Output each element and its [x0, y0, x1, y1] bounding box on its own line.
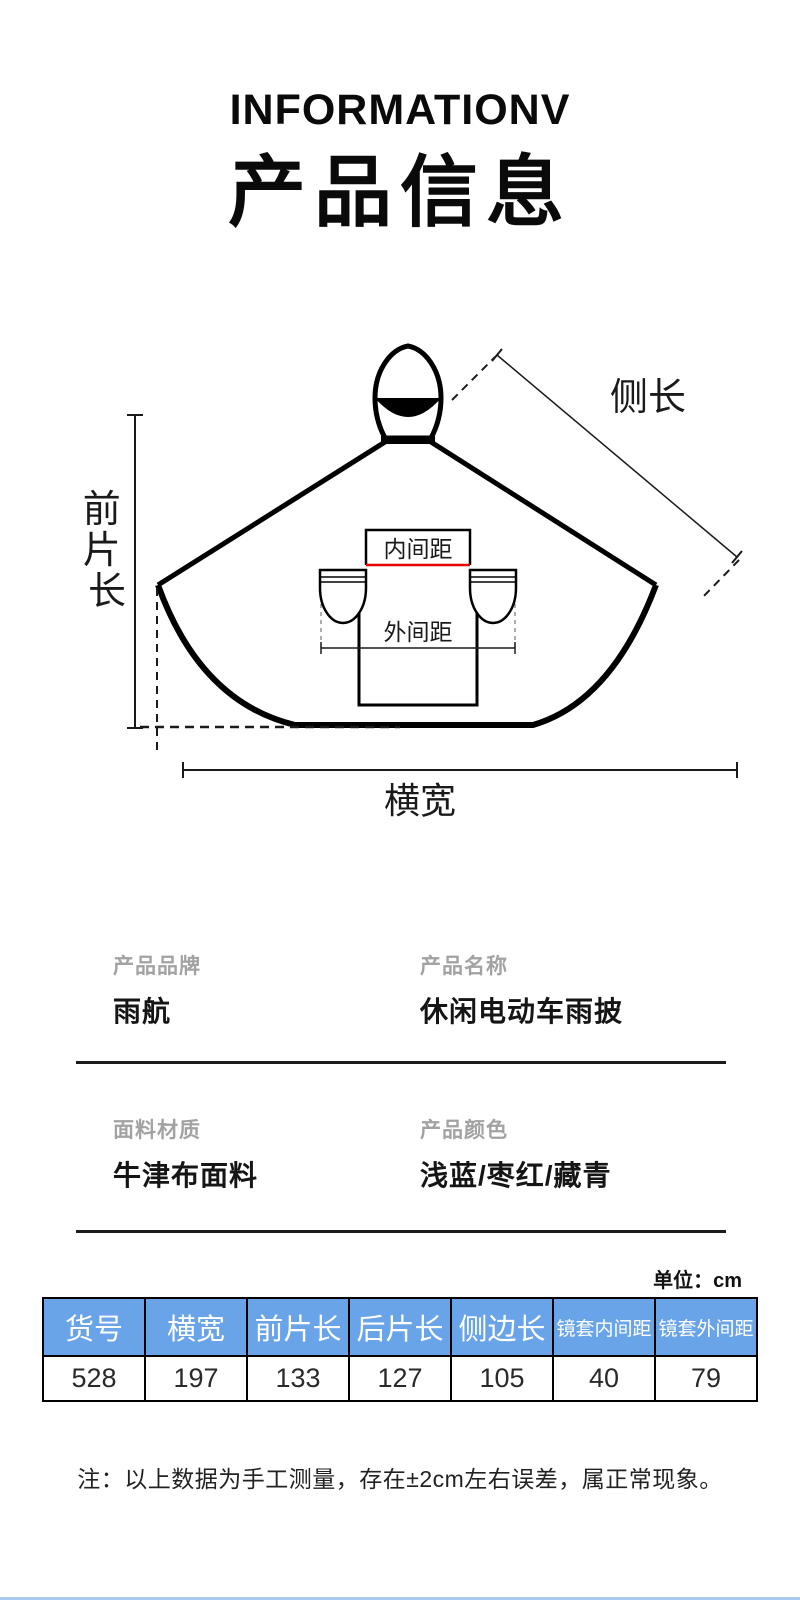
measurement-note: 注：以上数据为手工测量，存在±2cm左右误差，属正常现象。 [77, 1466, 723, 1492]
side-length-label: 侧长 [610, 377, 686, 419]
size-table-header: 横宽 [144, 1297, 248, 1357]
width-label: 横宽 [384, 780, 456, 820]
poncho-outline [155, 343, 659, 728]
divider-top [76, 1061, 726, 1064]
center-assembly: 外间距 内间距 [318, 528, 518, 707]
size-table-cell: 127 [348, 1355, 452, 1402]
outer-gap-measure [320, 642, 516, 654]
size-table-header: 后片长 [348, 1297, 452, 1357]
footer-accent-line [0, 1597, 800, 1600]
size-table-header: 镜套外间距 [654, 1297, 758, 1357]
size-table-cell: 528 [42, 1355, 146, 1402]
spec-brand-value: 雨航 [113, 996, 172, 1027]
left-shoulder-edge [156, 439, 387, 588]
size-table-header: 侧边长 [450, 1297, 554, 1357]
size-table-header: 镜套内间距 [552, 1297, 656, 1357]
mirror-cover-right [468, 568, 518, 625]
spec-color-value: 浅蓝/枣红/藏青 [420, 1160, 612, 1191]
spec-name-label: 产品名称 [420, 955, 508, 978]
unit-label: 单位：cm [653, 1270, 742, 1292]
skirt-edge [155, 583, 659, 728]
spec-color-label: 产品颜色 [420, 1119, 508, 1142]
size-table-header-row: 货号 横宽 前片长 后片长 侧边长 镜套内间距 镜套外间距 [42, 1297, 758, 1357]
spec-name-value: 休闲电动车雨披 [420, 996, 624, 1027]
size-table-cell: 133 [246, 1355, 350, 1402]
outer-gap-label: 外间距 [384, 619, 453, 645]
inner-gap-label: 内间距 [384, 536, 453, 562]
size-table-cell: 197 [144, 1355, 248, 1402]
hood-visor [375, 398, 441, 417]
spec-material-value: 牛津布面料 [113, 1160, 259, 1191]
size-table-cell: 40 [552, 1355, 656, 1402]
front-length-label: 前 片 长 [83, 489, 132, 613]
poncho-measurement-diagram: 前 片 长 侧长 横宽 [83, 343, 743, 820]
mirror-cover-left [318, 568, 368, 625]
side-length-measure [451, 348, 743, 601]
size-table-value-row: 528 197 133 127 105 40 79 [42, 1355, 758, 1402]
seat-box [357, 576, 479, 707]
spec-brand-label: 产品品牌 [113, 955, 201, 978]
right-shoulder-edge [429, 439, 658, 588]
size-table: 货号 横宽 前片长 后片长 侧边长 镜套内间距 镜套外间距 528 197 13… [42, 1297, 758, 1402]
divider-bottom [76, 1230, 726, 1233]
size-table-cell: 79 [654, 1355, 758, 1402]
page-title-zh: 产品信息 [227, 148, 572, 236]
spec-material-label: 面料材质 [113, 1119, 201, 1142]
page-title-en: INFORMATIONV [229, 86, 571, 134]
size-table-cell: 105 [450, 1355, 554, 1402]
front-length-measure [127, 414, 400, 750]
inner-gap-box [364, 528, 472, 565]
width-measure [182, 762, 738, 778]
size-table-header: 货号 [42, 1297, 146, 1357]
size-table-header: 前片长 [246, 1297, 350, 1357]
hood-shape [372, 343, 444, 441]
